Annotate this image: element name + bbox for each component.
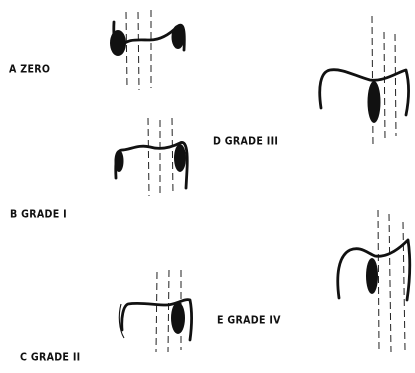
panel-a-line-2 [138, 12, 139, 90]
panel-d-blob [368, 81, 381, 123]
panel-c-line-2 [168, 270, 169, 352]
panel-a-blob-right [172, 25, 185, 49]
panel-b-line-3 [172, 118, 173, 195]
panel-d-line-3 [395, 34, 396, 136]
label-b-grade-i: B GRADE I [10, 208, 67, 221]
panel-a-line-1 [126, 12, 127, 88]
panel-c-blob-right [171, 302, 185, 334]
panel-e-line-3 [403, 222, 405, 350]
label-c-grade-ii: C GRADE II [20, 351, 81, 364]
panel-b-line-1 [148, 118, 149, 196]
panel-e-line-1 [378, 210, 379, 350]
label-d-grade-iii: D GRADE III [213, 135, 278, 148]
panel-c-line-1 [156, 272, 157, 352]
panel-a-drawing [110, 10, 185, 90]
panel-e-line-2 [389, 214, 391, 352]
panel-e-blob [366, 258, 378, 294]
label-e-grade-iv: E GRADE IV [217, 314, 281, 327]
panel-a-blob-left [110, 30, 126, 56]
panel-d-line-2 [384, 32, 385, 140]
panel-d-drawing [320, 16, 409, 146]
panel-b-blob-left [115, 150, 124, 172]
panel-c-drawing [119, 270, 191, 352]
panel-b-drawing [115, 118, 188, 196]
label-a-zero: A ZERO [9, 63, 50, 76]
panel-b-blob-right [174, 144, 186, 172]
panel-e-drawing [338, 210, 410, 352]
